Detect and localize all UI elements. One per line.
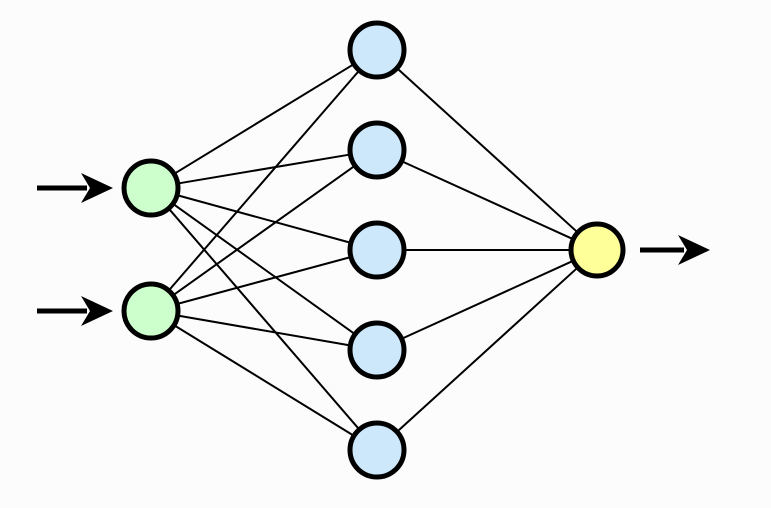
edge-in-1-to-hid-3 — [175, 193, 353, 245]
node-in-1[interactable] — [121, 158, 181, 218]
node-hid-5[interactable] — [347, 420, 407, 480]
edge-hid-1-to-out-1 — [395, 66, 580, 235]
node-circle-out-1[interactable] — [568, 221, 626, 279]
node-out-1[interactable] — [568, 221, 626, 279]
edge-in-1-to-hid-5 — [166, 206, 362, 432]
node-hid-2[interactable] — [347, 120, 407, 180]
edge-in-1-to-hid-2 — [175, 153, 353, 185]
input-arrow-1-head — [81, 173, 113, 203]
output-arrow-1 — [640, 235, 710, 265]
edge-in-1-to-hid-4 — [171, 202, 357, 336]
node-hid-1[interactable] — [347, 20, 407, 80]
node-hid-4[interactable] — [347, 320, 407, 380]
edge-hid-5-to-out-1 — [395, 265, 580, 434]
input-arrow-2 — [37, 296, 113, 326]
node-circle-in-2[interactable] — [121, 281, 181, 341]
node-in-2[interactable] — [121, 281, 181, 341]
node-group — [121, 20, 626, 480]
input-arrow-1 — [37, 173, 113, 203]
edge-in-2-to-hid-2 — [171, 164, 357, 297]
output-arrow-1-head — [678, 235, 710, 265]
edge-in-2-to-hid-5 — [172, 323, 356, 438]
edge-group — [166, 62, 580, 438]
node-circle-hid-2[interactable] — [347, 120, 407, 180]
edge-in-2-to-hid-4 — [175, 314, 353, 347]
edge-hid-4-to-out-1 — [399, 259, 576, 341]
edge-in-1-to-hid-1 — [172, 62, 356, 176]
arrow-group — [37, 173, 710, 326]
edge-in-2-to-hid-1 — [167, 68, 361, 293]
node-circle-hid-3[interactable] — [347, 220, 407, 280]
edge-in-2-to-hid-3 — [175, 255, 353, 306]
node-hid-3[interactable] — [347, 220, 407, 280]
node-circle-hid-4[interactable] — [347, 320, 407, 380]
input-arrow-2-head — [81, 296, 113, 326]
node-circle-hid-5[interactable] — [347, 420, 407, 480]
node-circle-hid-1[interactable] — [347, 20, 407, 80]
node-circle-in-1[interactable] — [121, 158, 181, 218]
edge-hid-2-to-out-1 — [399, 159, 576, 241]
